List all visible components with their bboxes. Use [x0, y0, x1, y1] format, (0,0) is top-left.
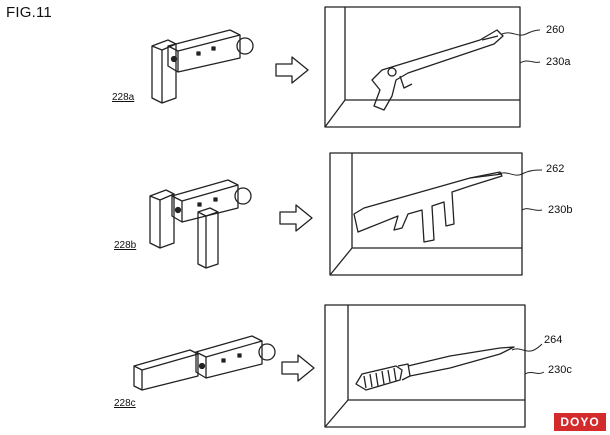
- controller-228b: [149, 179, 252, 269]
- leader-lines: [497, 29, 545, 375]
- controller-label-228c: 228c: [114, 398, 136, 409]
- knife-icon: [355, 346, 515, 391]
- screen-label-230a: 230a: [546, 56, 571, 68]
- screen-230b: [329, 152, 523, 276]
- arrow-icon: [279, 204, 313, 232]
- controller-label-228b: 228b: [114, 240, 137, 251]
- controller-228c: [133, 335, 276, 391]
- screen-label-230c: 230c: [548, 364, 572, 376]
- figure-title: FIG.11: [6, 4, 52, 21]
- controller-228a: [151, 29, 254, 104]
- rifle-icon: [353, 171, 503, 243]
- item-label-262: 262: [546, 163, 565, 175]
- watermark-logo: DOYO: [554, 413, 606, 431]
- item-label-264: 264: [544, 334, 563, 346]
- shotgun-icon: [371, 29, 504, 111]
- screen-label-230b: 230b: [548, 204, 573, 216]
- arrow-icon: [275, 56, 309, 84]
- screen-230c: [324, 304, 526, 428]
- arrow-icon: [281, 354, 315, 382]
- item-label-260: 260: [546, 24, 565, 36]
- screen-230a: [324, 6, 521, 128]
- controller-label-228a: 228a: [112, 92, 135, 103]
